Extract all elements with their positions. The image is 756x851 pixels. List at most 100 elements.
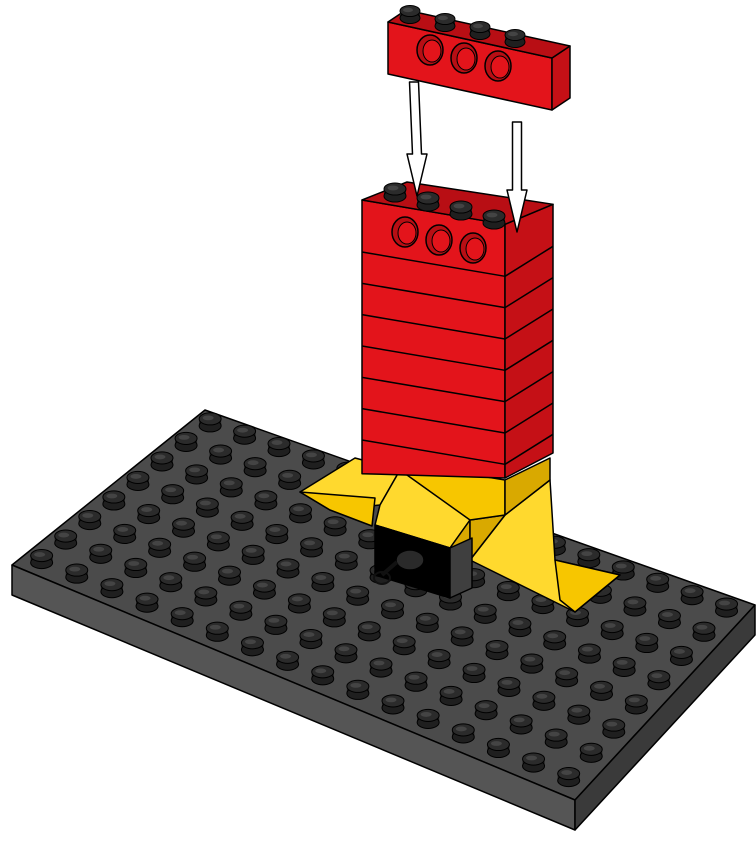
baseplate-stud — [312, 666, 334, 685]
baseplate-stud — [578, 549, 600, 568]
tower-stud — [384, 183, 406, 202]
baseplate-stud — [451, 627, 473, 646]
baseplate-stud — [693, 622, 715, 641]
baseplate-stud — [265, 615, 287, 634]
baseplate-stud — [162, 485, 184, 504]
baseplate-stud — [681, 586, 703, 605]
baseplate-stud — [151, 452, 173, 471]
baseplate-stud — [382, 600, 404, 619]
baseplate-stud — [474, 604, 496, 623]
baseplate-stud — [452, 724, 474, 743]
loose-brick-technic-hole-inner — [491, 56, 509, 78]
baseplate-stud — [171, 608, 193, 627]
baseplate-stud — [138, 505, 160, 524]
baseplate-stud — [624, 597, 646, 616]
baseplate-stud — [544, 631, 566, 650]
loose-brick-stud — [435, 14, 455, 32]
baseplate-stud — [136, 593, 158, 612]
baseplate-stud — [323, 608, 345, 627]
baseplate-stud — [279, 470, 301, 489]
loose-brick-technic-hole-inner — [423, 40, 441, 62]
tower-stud — [483, 210, 505, 229]
baseplate-stud — [300, 630, 322, 649]
tower-stud — [450, 201, 472, 220]
baseplate-stud — [127, 471, 149, 490]
baseplate-stud — [670, 646, 692, 665]
baseplate-stud — [463, 663, 485, 682]
baseplate-stud — [486, 640, 508, 659]
tower-technic-hole-inner — [432, 230, 450, 252]
down-arrow-left — [407, 82, 427, 196]
loose-brick-stud — [505, 30, 525, 48]
baseplate-stud — [312, 572, 334, 591]
baseplate-stud — [230, 601, 252, 620]
baseplate-stud — [55, 530, 77, 549]
red-brick-tower — [362, 182, 553, 478]
baseplate-stud — [475, 701, 497, 720]
baseplate-stud — [277, 559, 299, 578]
baseplate-stud — [103, 491, 125, 510]
baseplate-stud — [658, 610, 680, 629]
baseplate-stud — [509, 617, 531, 636]
baseplate-stud — [288, 594, 310, 613]
baseplate-stud — [613, 657, 635, 676]
baseplate-stud — [498, 677, 520, 696]
baseplate-stud — [302, 450, 324, 469]
baseplate-stud — [335, 644, 357, 663]
baseplate-stud — [521, 654, 543, 673]
baseplate-stud — [625, 695, 647, 714]
baseplate-stud — [220, 478, 242, 497]
baseplate-stud — [648, 671, 670, 690]
baseplate-stud — [324, 517, 346, 536]
baseplate-stud — [533, 691, 555, 710]
tower-technic-hole-inner — [466, 238, 484, 260]
baseplate-stud — [347, 680, 369, 699]
baseplate-stud — [647, 573, 669, 592]
baseplate-stud — [31, 550, 53, 569]
baseplate-stud — [277, 651, 299, 670]
baseplate-stud — [405, 672, 427, 691]
tower-side-face — [505, 204, 553, 478]
baseplate-stud — [266, 525, 288, 544]
baseplate-stud — [207, 532, 229, 551]
baseplate-stud — [210, 445, 232, 464]
baseplate-stud — [114, 524, 136, 543]
baseplate-stud — [242, 545, 264, 564]
tower-stud — [417, 192, 439, 211]
baseplate-stud — [79, 510, 101, 529]
baseplate-stud — [417, 709, 439, 728]
baseplate-stud — [175, 432, 197, 451]
baseplate-stud — [347, 586, 369, 605]
baseplate-stud — [241, 637, 263, 656]
baseplate-stud — [601, 620, 623, 639]
baseplate-stud — [186, 465, 208, 484]
tower-technic-hole-inner — [398, 222, 416, 244]
peg-block-side — [450, 538, 472, 598]
baseplate-stud — [545, 729, 567, 748]
baseplate-stud — [184, 552, 206, 571]
baseplate-stud — [244, 458, 266, 477]
axle-hole — [396, 550, 424, 570]
baseplate-stud — [219, 566, 241, 585]
baseplate-stud — [253, 580, 275, 599]
baseplate-stud — [393, 636, 415, 655]
baseplate-stud — [416, 613, 438, 632]
baseplate-stud — [66, 564, 88, 583]
baseplate-stud — [195, 587, 217, 606]
baseplate-stud — [255, 491, 277, 510]
baseplate-stud — [149, 538, 171, 557]
baseplate-stud — [90, 544, 112, 563]
baseplate-stud — [716, 598, 738, 617]
baseplate-stud — [428, 650, 450, 669]
baseplate-stud — [234, 425, 256, 444]
loose-brick-technic-hole-inner — [457, 48, 475, 70]
baseplate-stud — [101, 579, 123, 598]
baseplate-stud — [231, 511, 253, 530]
baseplate-stud — [125, 558, 147, 577]
baseplate-stud — [487, 738, 509, 757]
baseplate-stud — [301, 538, 323, 557]
baseplate-stud — [580, 743, 602, 762]
baseplate-stud — [358, 622, 380, 641]
baseplate-stud — [290, 504, 312, 523]
